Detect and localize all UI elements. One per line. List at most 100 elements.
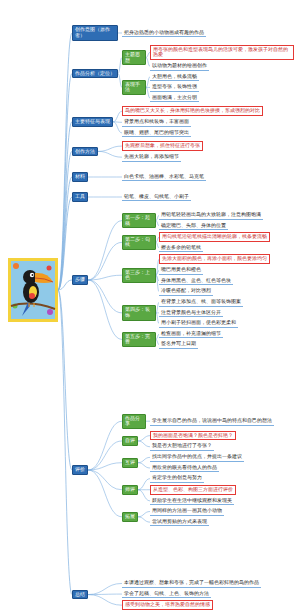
node-text: 互评 [125,460,135,466]
picture-sky [11,261,55,319]
branch-connector [138,479,150,490]
node-text: 用夸张的颜色和造型表现鸟儿的活泼可爱，激发孩子对自然的热爱 [153,47,291,58]
branch-line [58,122,72,290]
key-point: 感受到动物之美，培养热爱自然的情感 [122,600,213,610]
sub-branch: 第二步：勾线 [122,235,156,250]
topic-leaf: 铅笔、橡皮、勾线笔、小刷子 [122,193,191,202]
topic-leaf: 嘴巴用黄色和橙色 [159,266,203,275]
node-text: 从造型、色彩、构图三方面进行评价 [153,487,233,493]
topic-leaf: 用欣赏的眼光看待他人的作品 [150,464,219,473]
branch-connector [88,421,122,470]
branch-connector [88,583,122,594]
topic-leaf: 我是否大胆地进行了夸张？ [150,442,214,451]
node-text: 第四步：装饰 [125,307,153,318]
topic-leaf: 用铅笔轻轻画出鸟的大致轮廓，注意构图饱满 [159,211,263,220]
topic-leaf: 鼓励学生在生活中继续观察和发现美 [150,497,234,506]
topic-leaf: 学会了起稿、勾线、上色、装饰的方法 [122,590,211,599]
node-text: 感受到动物之美，培养热爱自然的情感 [125,602,210,608]
sub-branch: 互评 [122,458,138,468]
main-branch: 评价 [72,465,88,475]
topic-leaf: 先画大轮廓，再添加细节 [122,153,181,162]
branch-connector [138,512,150,517]
node-text: 冷暖色搭配，对比强烈 [161,288,211,294]
topic-leaf: 背景用点和线装饰，丰富画面 [122,118,191,127]
node-text: 工具 [75,194,85,200]
node-text: 身体用黑色、蓝色、红色等色块 [161,278,231,284]
branch-connector [88,441,122,470]
node-text: 创作意图（原作者） [75,27,115,38]
topic-leaf: 在背景上添加点、线、面等装饰图案 [159,298,243,307]
node-text: 表现手法 [125,82,143,93]
topic-leaf: 擦去多余的铅笔线 [159,244,203,253]
node-text: 用铅笔轻轻画出鸟的大致轮廓，注意构图饱满 [161,212,261,218]
branch-line [58,74,72,291]
node-text: 主题思想 [125,52,143,63]
main-branch: 创作意图（原作者） [72,25,118,40]
key-point: 从造型、色彩、构图三方面进行评价 [150,485,236,495]
branch-connector [113,111,122,122]
topic-leaf: 签名并写上日期 [159,340,198,349]
node-text: 第三步：上色 [125,270,153,281]
topic-leaf: 找出同学作品中的优点，并提出一条建议 [150,453,244,462]
node-text: 步骤 [75,277,85,283]
branch-connector [138,436,150,441]
node-text: 材料 [75,174,85,180]
node-text: 注意背景颜色与主体区分开 [161,310,221,316]
branch-connector [88,280,122,339]
key-point: 我的画面是否饱满？颜色是否鲜艳？ [150,431,236,441]
sub-branch: 拓展 [122,512,138,522]
branch-connector [88,221,122,280]
node-text: 画面饱满，主次分明 [152,95,197,101]
node-text: 用小刷子轻扫画面，使色彩更柔和 [161,320,236,326]
node-text: 签名并写上日期 [161,341,196,347]
node-text: 擦去多余的铅笔线 [161,245,201,251]
topic-leaf: 造型夸张，装饰性强 [150,83,199,92]
node-text: 检查画面，补充遗漏的细节 [161,331,221,337]
node-text: 先观察后想象，抓住特征进行夸张 [125,143,200,149]
topic-leaf: 学生展示自己的作品，说说画中鸟的特点和自己的想法 [150,417,274,426]
node-text: 用勾线笔沿铅笔线描出清晰的轮廓，线条要流畅 [162,234,267,240]
branch-connector [98,151,122,157]
main-branch: 材料 [72,172,88,182]
key-point: 用勾线笔沿铅笔线描出清晰的轮廓，线条要流畅 [159,232,270,242]
node-text: 先涂大面积的颜色，再涂小面积，颜色要涂均匀 [162,256,267,262]
sub-branch: 表现手法 [122,80,146,95]
branch-connector [88,177,122,178]
node-text: 学会了起稿、勾线、上色、装饰的方法 [124,591,209,597]
node-text: 确定嘴巴、头部、身体的位置 [161,223,226,229]
branch-line [58,33,72,290]
branch-connector [113,122,122,133]
key-point: 鸟的嘴巴又大又长，身体用鲜艳的色块拼接，形成强烈的对比 [122,106,263,116]
node-text: 总结 [75,592,85,598]
topic-leaf: 注意背景颜色与主体区分开 [159,309,223,318]
sub-branch: 作品分享 [122,414,146,429]
topic-leaf: 眼睛、翅膀、尾巴的细节突出 [122,129,191,138]
node-text: 鼓励学生在生活中继续观察和发现美 [152,498,232,504]
branch-line [58,177,72,290]
sub-branch: 主题思想 [122,50,146,65]
topic-leaf: 画面饱满，主次分明 [150,94,199,103]
node-text: 把身边熟悉的小动物画成有趣的作品 [124,30,204,36]
topic-leaf: 肯定学生的创意与努力 [150,474,204,483]
node-text: 主要特征与表现 [75,119,110,125]
branch-connector [98,146,122,151]
node-text: 我是否大胆地进行了夸张？ [152,443,212,449]
sub-branch: 第四步：装饰 [122,305,156,320]
branch-connector [88,470,122,490]
branch-connector [88,595,122,606]
node-text: 先画大轮廓，再添加细节 [124,154,179,160]
main-branch: 创作方法 [72,147,98,157]
topic-leaf: 本课通过观察、想象和夸张，完成了一幅色彩鲜艳的鸟的作品 [122,579,261,588]
branch-connector [88,275,122,280]
node-text: 第一步：起稿 [125,215,153,226]
node-text: 眼睛、翅膀、尾巴的细节突出 [124,130,189,136]
node-text: 用同样的方法画一画其他小动物 [152,508,222,514]
sub-branch: 第三步：上色 [122,268,156,283]
node-text: 自评 [125,438,135,444]
node-text: 尝试用剪贴的方式来表现 [152,519,207,525]
node-text: 找出同学作品中的优点，并提出一条建议 [152,454,242,460]
key-point: 用夸张的颜色和造型表现鸟儿的活泼可爱，激发孩子对自然的热爱 [150,45,294,60]
branch-connector [138,463,150,468]
node-text: 作品分析（定位） [75,71,115,77]
node-text: 师评 [125,487,135,493]
